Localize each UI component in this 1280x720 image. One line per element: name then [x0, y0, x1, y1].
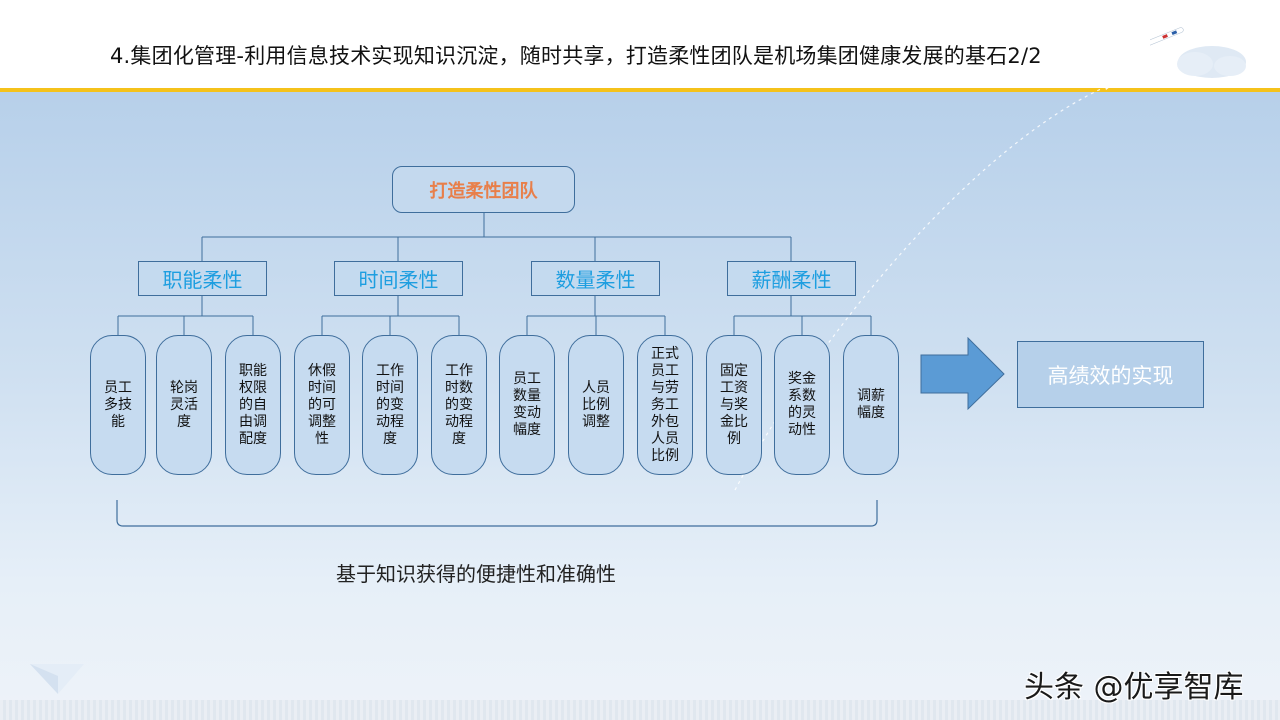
leaf-label: 轮岗灵活度 [170, 379, 198, 430]
leaf-label: 休假时间的可调整性 [308, 362, 336, 447]
caption-text: 基于知识获得的便捷性和准确性 [336, 562, 616, 586]
leaf-item: 员工数量变动幅度 [499, 335, 555, 475]
category-time: 时间柔性 [334, 261, 463, 296]
leaf-label: 员工多技能 [104, 379, 132, 430]
page-title: 4.集团化管理-利用信息技术实现知识沉淀，随时共享，打造柔性团队是机场集团健康发… [110, 44, 1042, 68]
leaf-item: 正式员工与劳务工外包人员比例 [637, 335, 693, 475]
leaf-item: 调薪幅度 [843, 335, 899, 475]
leaf-label: 正式员工与劳务工外包人员比例 [651, 345, 679, 464]
leaf-item: 人员比例调整 [568, 335, 624, 475]
accent-divider [0, 88, 1280, 92]
leaf-item: 轮岗灵活度 [156, 335, 212, 475]
leaf-label: 职能权限的自由调配度 [239, 362, 267, 447]
result-box: 高绩效的实现 [1017, 341, 1204, 408]
leaf-item: 休假时间的可调整性 [294, 335, 350, 475]
watermark-text: 头条 @优享智库 [1024, 670, 1244, 705]
plane-cloud-icon [1150, 27, 1246, 78]
leaf-label: 工作时数的变动程度 [445, 362, 473, 447]
header-bar [0, 0, 1280, 90]
bottom-band [0, 700, 1280, 720]
brace-bracket [116, 500, 878, 527]
leaf-label: 员工数量变动幅度 [513, 371, 541, 438]
leaf-item: 职能权限的自由调配度 [225, 335, 281, 475]
leaf-item: 员工多技能 [90, 335, 146, 475]
paper-plane-icon [30, 664, 84, 694]
leaf-item: 奖金系数的灵动性 [774, 335, 830, 475]
leaf-label: 人员比例调整 [582, 379, 610, 430]
leaf-label: 固定工资与奖金比例 [720, 362, 748, 447]
leaf-label: 调薪幅度 [857, 388, 885, 421]
category-quantity: 数量柔性 [531, 261, 660, 296]
leaf-label: 工作时间的变动程度 [376, 362, 404, 447]
right-arrow-icon [920, 337, 1005, 411]
category-compensation: 薪酬柔性 [727, 261, 856, 296]
category-functional: 职能柔性 [138, 261, 267, 296]
leaf-item: 工作时数的变动程度 [431, 335, 487, 475]
leaf-label: 奖金系数的灵动性 [788, 371, 816, 438]
leaf-item: 工作时间的变动程度 [362, 335, 418, 475]
root-node: 打造柔性团队 [392, 166, 575, 213]
leaf-item: 固定工资与奖金比例 [706, 335, 762, 475]
